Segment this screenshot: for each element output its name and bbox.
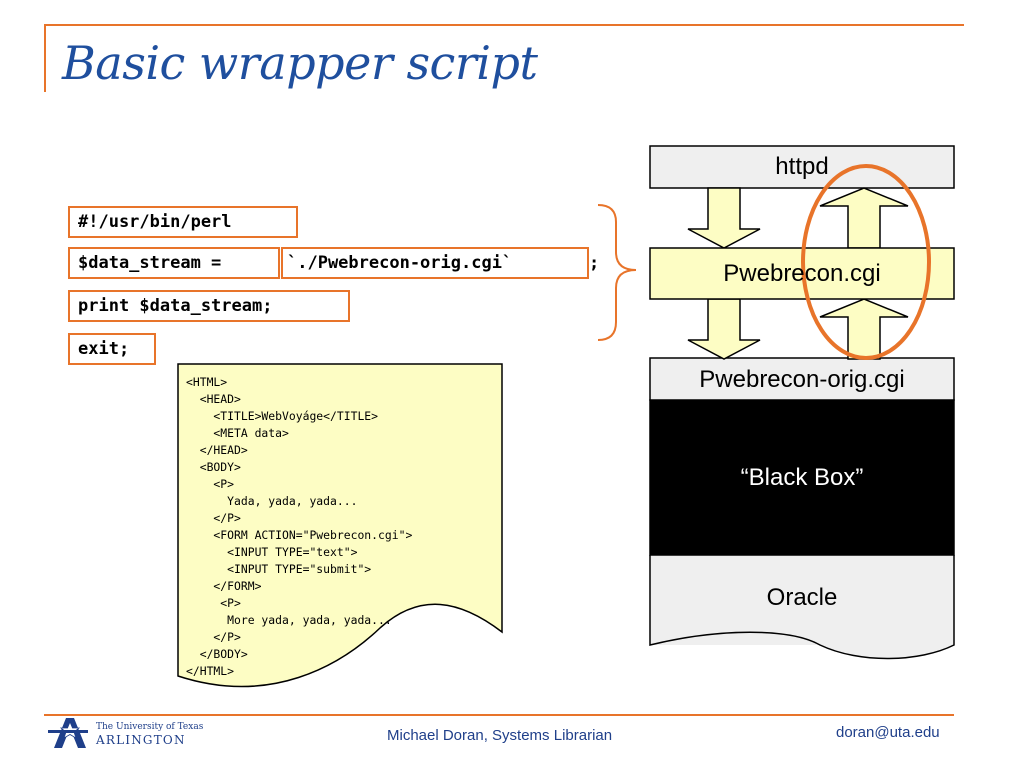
university-name-line1: The University of Texas (96, 722, 204, 732)
university-name-line2: ARLINGTON (96, 733, 186, 747)
html-document-line: More yada, yada, yada... (186, 613, 392, 627)
up-arrow-upper (819, 187, 909, 249)
header-side-rule (44, 24, 46, 92)
html-document-line: <HEAD> (186, 392, 241, 406)
oracle-label: Oracle (766, 584, 838, 611)
html-document-line: </BODY> (186, 647, 248, 661)
highlight-ellipse (801, 164, 931, 360)
html-document-line: <TITLE>WebVoyáge</TITLE> (186, 409, 379, 423)
html-document-line: </HTML> (186, 664, 235, 678)
script-line-shebang: #!/usr/bin/perl (68, 206, 298, 238)
html-document-line: <BODY> (186, 460, 241, 474)
html-document-line: <INPUT TYPE="text"> (186, 545, 358, 559)
oracle-outline (649, 555, 955, 660)
header-rule (44, 24, 964, 26)
httpd-label: httpd (775, 153, 829, 180)
html-document-line: </FORM> (186, 579, 262, 593)
black-box (649, 399, 955, 556)
footer-author: Michael Doran, Systems Librarian (387, 727, 613, 744)
curly-brace (597, 204, 637, 341)
script-line-print: print $data_stream; (68, 290, 350, 322)
footer-rule (44, 714, 954, 716)
down-arrow-upper (687, 187, 761, 249)
html-document-line: <P> (186, 596, 241, 610)
pwebrecon-label: Pwebrecon.cgi (723, 260, 881, 287)
footer-email: doran@uta.edu (836, 724, 940, 741)
script-line-assignment: $data_stream = (68, 247, 280, 279)
html-document-line: <FORM ACTION="Pwebrecon.cgi"> (186, 528, 413, 542)
html-document-line: </HEAD> (186, 443, 248, 457)
html-document-line: <INPUT TYPE="submit"> (186, 562, 372, 576)
html-document-line: </P> (186, 630, 241, 644)
pwebrecon-orig-label: Pwebrecon-orig.cgi (699, 366, 905, 393)
black-box-label: “Black Box” (740, 464, 864, 491)
html-document-line: </P> (186, 511, 241, 525)
slide-title: Basic wrapper script (62, 36, 538, 90)
up-arrow-lower (819, 298, 909, 360)
httpd-box (649, 145, 955, 189)
html-document-line: <P> (186, 477, 235, 491)
html-document-line: <META data> (186, 426, 289, 440)
html-document-text: <HTML> <HEAD> <TITLE>WebVoyáge</TITLE> <… (186, 374, 412, 680)
script-line-backtick-command: `./Pwebrecon-orig.cgi` (281, 247, 589, 279)
html-document-line: <HTML> (186, 375, 228, 389)
down-arrow-lower (687, 298, 761, 360)
html-document-shape (177, 363, 503, 688)
uta-logo-icon (48, 718, 88, 748)
script-line-semicolon: ; (589, 253, 600, 273)
script-line-exit: exit; (68, 333, 156, 365)
pwebrecon-orig-box (649, 357, 955, 401)
html-document-line: Yada, yada, yada... (186, 494, 358, 508)
